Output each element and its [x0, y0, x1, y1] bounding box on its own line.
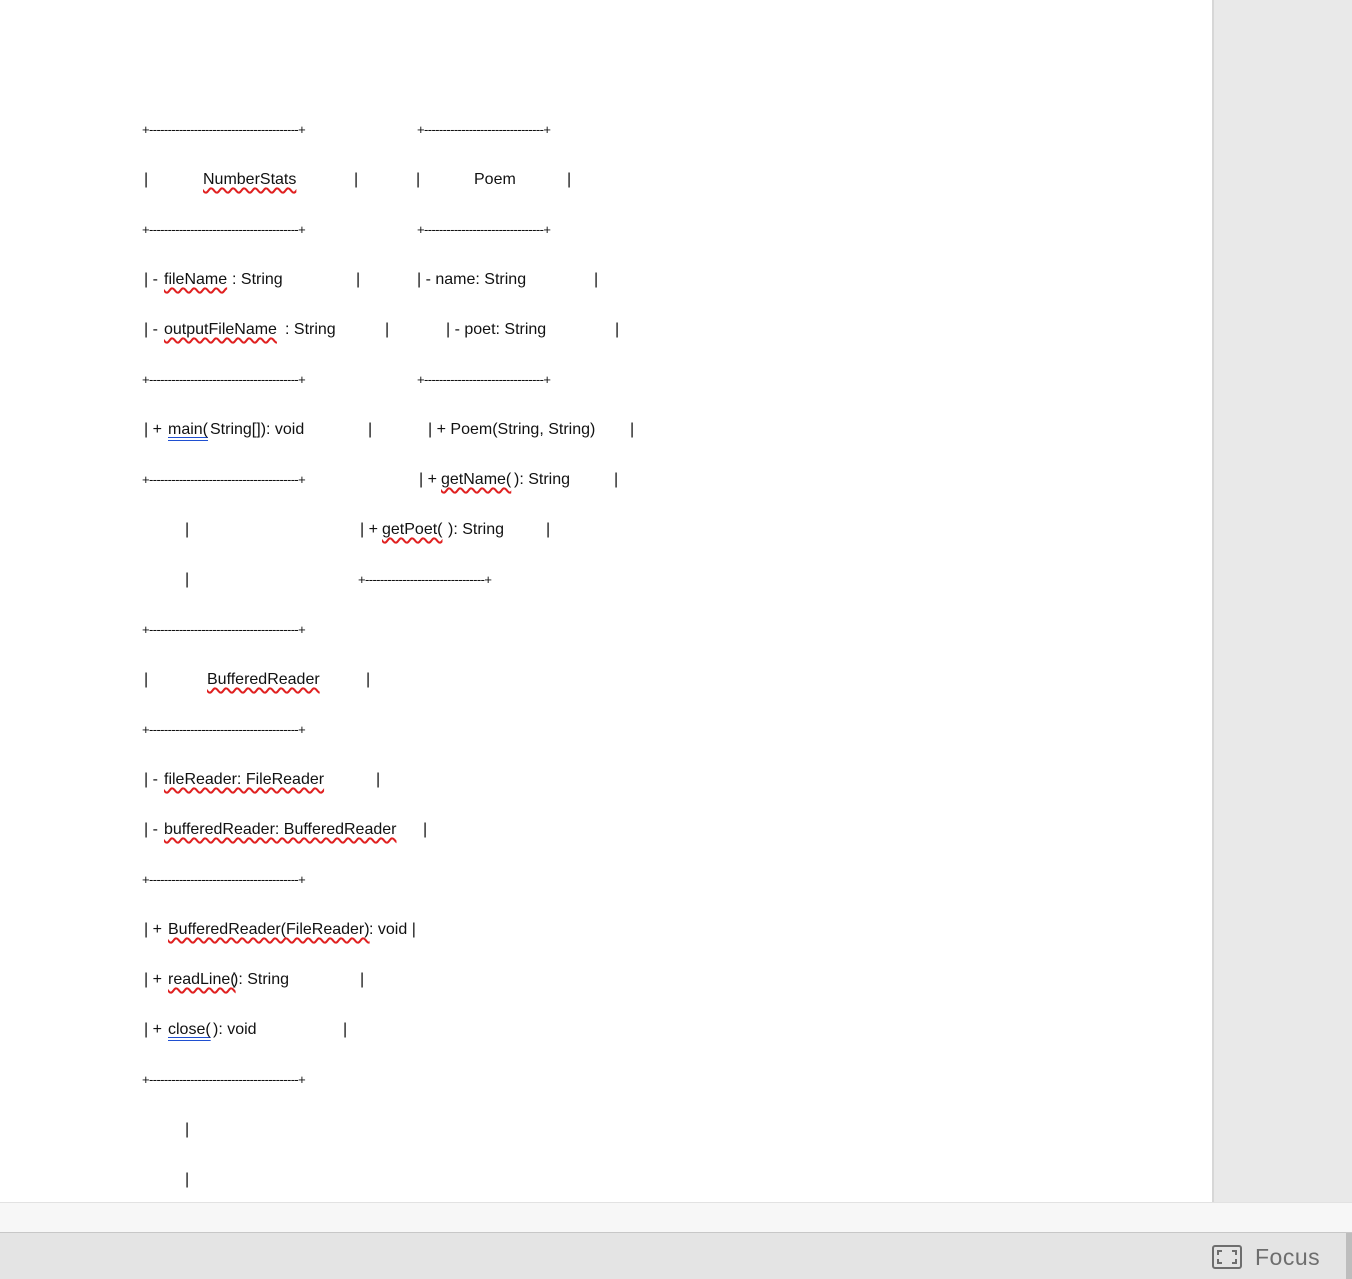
br-method1-name: BufferedReader(FileReader) — [168, 921, 370, 938]
doc-line: | - fileName : String | | - name: String… — [142, 270, 598, 290]
doc-line: | +--------------------------------+ — [142, 570, 492, 590]
page-gutter — [1212, 0, 1352, 1232]
pipe-text: | — [366, 671, 371, 688]
br-method2-prefix: | + — [144, 971, 167, 988]
poem-border-bottom: +--------------------------------+ — [358, 572, 492, 587]
br-border-mid: +---------------------------------------… — [142, 722, 306, 737]
br-field1-name: fileReader: FileReader — [164, 771, 325, 788]
ns-field1-name: fileName — [164, 271, 228, 288]
pipe-text: | — [594, 271, 599, 288]
status-bar-edge — [1346, 1233, 1352, 1279]
br-border-top: +---------------------------------------… — [142, 622, 306, 637]
doc-line: | — [142, 1120, 189, 1140]
pipe-text: | — [144, 171, 149, 188]
br-field2-prefix: | - — [144, 821, 163, 838]
poem-method2-sig: ): String — [514, 471, 571, 488]
poem-title: Poem — [474, 171, 516, 188]
doc-line: | NumberStats | | Poem | — [142, 170, 571, 190]
poem-method1: | + Poem(String, String) — [428, 421, 596, 438]
pipe-text: | — [185, 521, 190, 538]
doc-line: +---------------------------------------… — [142, 220, 551, 240]
focus-button[interactable]: Focus — [1212, 1243, 1320, 1271]
pipe-text: | — [144, 671, 149, 688]
doc-line: +---------------------------------------… — [142, 620, 306, 640]
br-method3-prefix: | + — [144, 1021, 167, 1038]
pipe-text: | — [368, 421, 373, 438]
ns-method1-name: main( — [168, 421, 209, 438]
ns-field2-name: outputFileName — [164, 321, 277, 338]
ns-method1-sig: String[]): void — [210, 421, 305, 438]
doc-line: +---------------------------------------… — [142, 1070, 306, 1090]
pipe-text: | — [385, 321, 390, 338]
pipe-text: | — [376, 771, 381, 788]
poem-border-fields: +--------------------------------+ — [417, 372, 551, 387]
doc-line: | BufferedReader | — [142, 670, 370, 690]
page-bottom-band — [0, 1202, 1352, 1232]
poem-field1: | - name: String — [417, 271, 527, 288]
pipe-text: | — [546, 521, 551, 538]
pipe-text: | — [567, 171, 572, 188]
document-page[interactable]: +---------------------------------------… — [0, 0, 1212, 1202]
doc-line: | — [142, 1170, 189, 1190]
br-border-fields: +---------------------------------------… — [142, 872, 306, 887]
pipe-text: | — [614, 471, 619, 488]
ns-field2-type: : String — [285, 321, 336, 338]
br-field2-name: bufferedReader: BufferedReader — [164, 821, 397, 838]
pipe-text: | — [416, 171, 421, 188]
doc-line: | | + getPoet( ): String | — [142, 520, 550, 540]
pipe-text: | — [354, 171, 359, 188]
poem-field2: | - poet: String — [446, 321, 547, 338]
br-border-bottom: +---------------------------------------… — [142, 1072, 306, 1087]
pipe-text: | — [615, 321, 620, 338]
ns-method1-prefix: | + — [144, 421, 167, 438]
pipe-text: | — [423, 821, 428, 838]
poem-border-mid: +--------------------------------+ — [417, 222, 551, 237]
doc-line: | + main( String[]): void | | + Poem(Str… — [142, 420, 634, 440]
ns-field1-type: : String — [232, 271, 283, 288]
br-method2-sig: ): String — [233, 971, 290, 988]
numberstats-border-bottom: +---------------------------------------… — [142, 472, 306, 487]
doc-line: | + BufferedReader(FileReader) : void | — [142, 920, 416, 940]
numberstats-border-top: +---------------------------------------… — [142, 122, 306, 137]
fullscreen-icon — [1212, 1245, 1242, 1269]
poem-border-top: +--------------------------------+ — [417, 122, 551, 137]
br-method1-prefix: | + — [144, 921, 167, 938]
br-method1-sig: : void | — [369, 921, 416, 938]
pipe-text: | — [343, 1021, 348, 1038]
doc-line: +---------------------------------------… — [142, 870, 306, 890]
numberstats-border-mid: +---------------------------------------… — [142, 222, 306, 237]
poem-method3-name: getPoet( — [382, 521, 443, 538]
doc-line: | + close( ): void | — [142, 1020, 347, 1040]
pipe-text: | — [185, 1171, 190, 1188]
poem-method3-prefix: | + — [360, 521, 383, 538]
poem-method3-sig: ): String — [448, 521, 505, 538]
doc-line: | + readLine( ): String | — [142, 970, 364, 990]
doc-line: +---------------------------------------… — [142, 120, 551, 140]
poem-method2-prefix: | + — [419, 471, 442, 488]
doc-line: | - fileReader: FileReader | — [142, 770, 380, 790]
poem-method2-name: getName( — [441, 471, 512, 488]
br-method3-name: close( — [168, 1021, 211, 1038]
numberstats-title: NumberStats — [203, 171, 297, 188]
br-method2-name: readLine( — [168, 971, 236, 988]
pipe-text: | — [630, 421, 635, 438]
focus-label: Focus — [1255, 1243, 1321, 1270]
br-method3-sig: ): void — [213, 1021, 257, 1038]
status-bar: Focus — [0, 1232, 1352, 1279]
pipe-text: | — [360, 971, 365, 988]
bufferedreader-title: BufferedReader — [207, 671, 320, 688]
numberstats-border-fields: +---------------------------------------… — [142, 372, 306, 387]
doc-line: +---------------------------------------… — [142, 370, 551, 390]
br-field1-prefix: | - — [144, 771, 163, 788]
doc-line: | - outputFileName : String | | - poet: … — [142, 320, 619, 340]
ns-field2-prefix: | - — [144, 321, 163, 338]
pipe-text: | — [185, 1121, 190, 1138]
pipe-text: | — [356, 271, 361, 288]
doc-line: +---------------------------------------… — [142, 470, 618, 490]
doc-line: +---------------------------------------… — [142, 720, 306, 740]
pipe-text: | — [185, 571, 190, 588]
doc-line: | - bufferedReader: BufferedReader | — [142, 820, 427, 840]
ns-field1-prefix: | - — [144, 271, 163, 288]
